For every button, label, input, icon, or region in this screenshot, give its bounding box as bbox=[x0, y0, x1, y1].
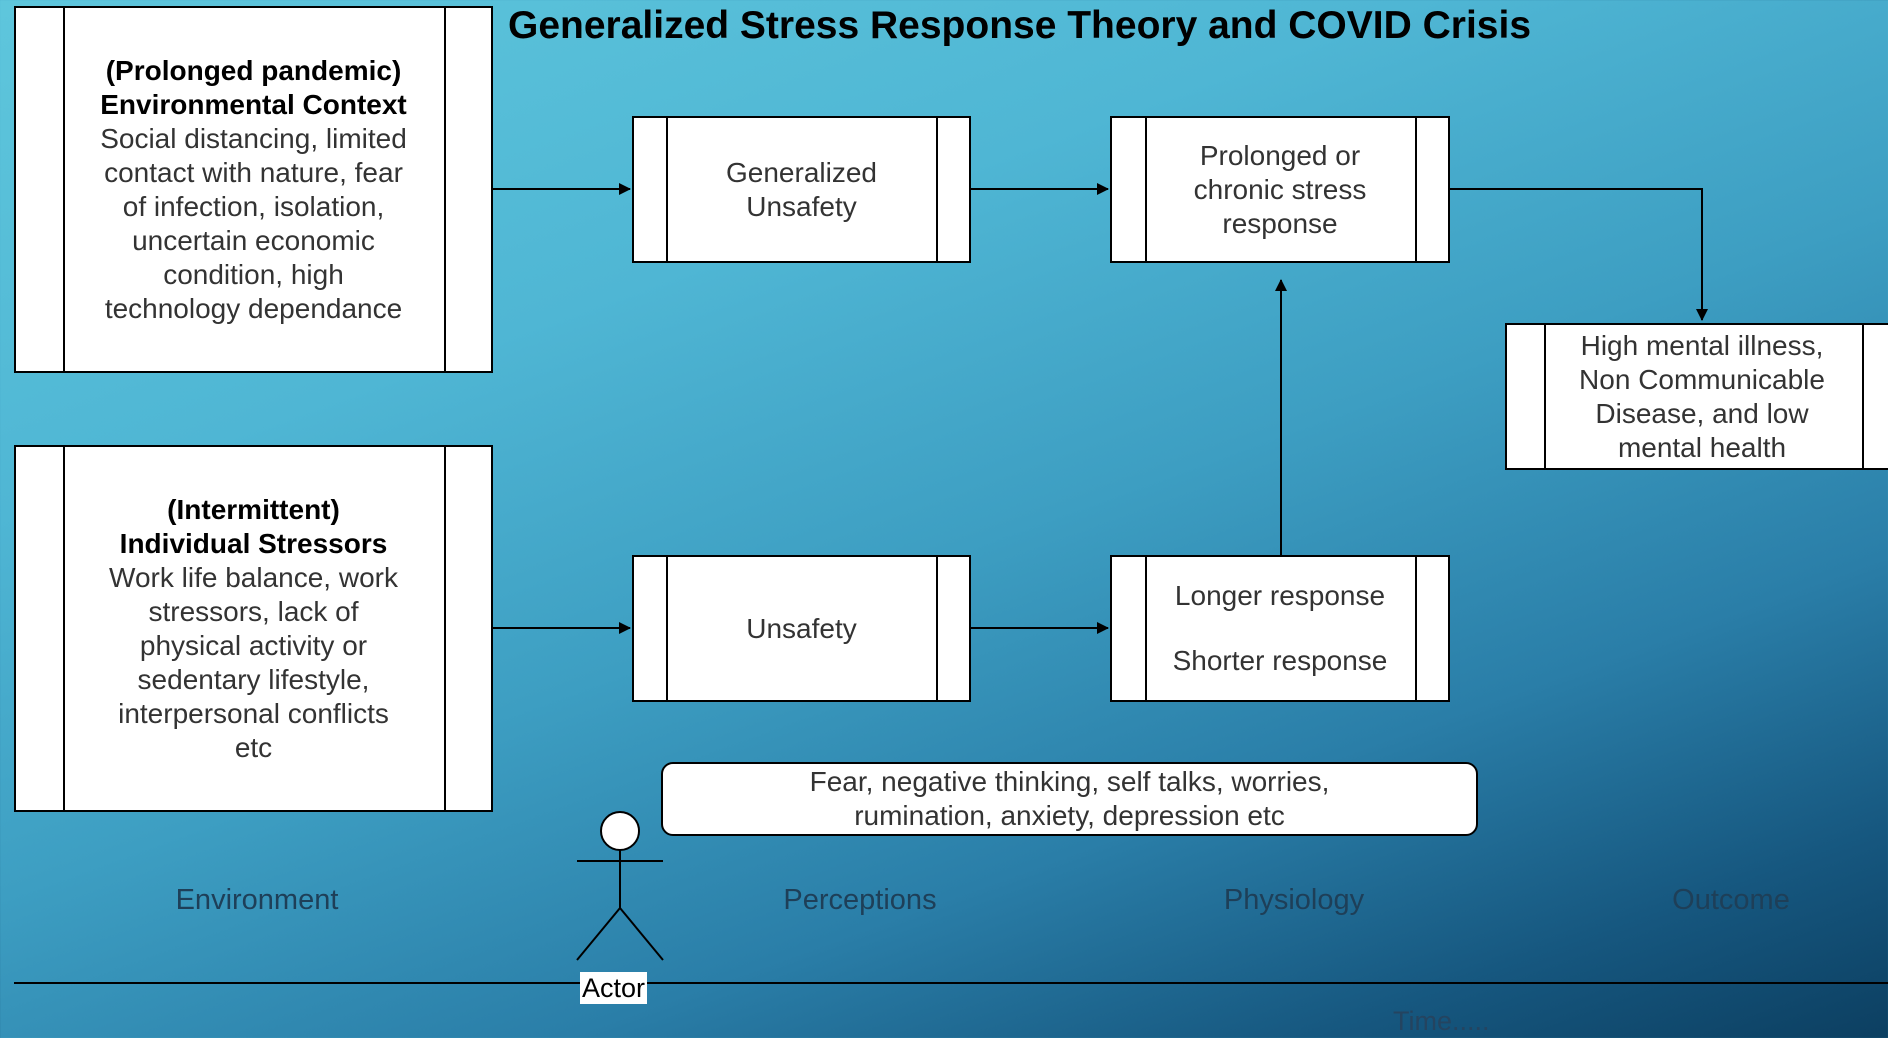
chronic-stress-line: chronic stress bbox=[1193, 173, 1367, 205]
stressors-line: etc bbox=[234, 731, 273, 763]
environmental-context-box: (Prolonged pandemic) Environmental Conte… bbox=[14, 6, 493, 373]
environment-line: condition, high bbox=[163, 258, 344, 290]
outcome-line: Non Communicable bbox=[1579, 363, 1825, 395]
callout-line: Fear, negative thinking, self talks, wor… bbox=[809, 766, 1330, 797]
actor-figure bbox=[576, 811, 664, 961]
generalized-unsafety-line: Generalized bbox=[726, 156, 877, 188]
callout-line: rumination, anxiety, depression etc bbox=[854, 800, 1285, 831]
outcome-line: Disease, and low bbox=[1595, 397, 1809, 429]
stressors-heading-1: (Intermittent) bbox=[167, 493, 340, 525]
shorter-response-label: Shorter response bbox=[1172, 645, 1388, 677]
actor-label: Actor bbox=[580, 972, 648, 1004]
chronic-stress-line: response bbox=[1222, 207, 1338, 239]
chronic-stress-response-box: Prolonged or chronic stress response bbox=[1110, 116, 1450, 263]
stressors-line: Work life balance, work bbox=[109, 561, 398, 593]
stressors-line: physical activity or bbox=[139, 629, 368, 661]
lane-label-outcome: Outcome bbox=[1672, 884, 1790, 916]
environment-line: of infection, isolation, bbox=[122, 190, 385, 222]
individual-stressors-box: (Intermittent) Individual Stressors Work… bbox=[14, 445, 493, 812]
stressors-line: stressors, lack of bbox=[148, 595, 359, 627]
stressors-heading-2: Individual Stressors bbox=[119, 527, 388, 559]
environment-heading-1: (Prolonged pandemic) bbox=[105, 54, 402, 86]
lane-label-environment: Environment bbox=[175, 884, 339, 916]
outcome-box: High mental illness, Non Communicable Di… bbox=[1505, 323, 1888, 470]
response-length-box: Longer response Shorter response bbox=[1110, 555, 1450, 702]
environment-line: Social distancing, limited bbox=[100, 122, 407, 154]
generalized-unsafety-line: Unsafety bbox=[746, 190, 857, 222]
outcome-line: High mental illness, bbox=[1580, 329, 1824, 361]
environment-line: contact with nature, fear bbox=[104, 156, 403, 188]
lane-label-physiology: Physiology bbox=[1223, 884, 1365, 916]
arrow-chronic-to-outcome bbox=[1450, 188, 1708, 321]
chronic-stress-line: Prolonged or bbox=[1199, 139, 1361, 171]
environment-line: technology dependance bbox=[104, 292, 403, 324]
unsafety-label: Unsafety bbox=[746, 612, 857, 644]
diagram-title: Generalized Stress Response Theory and C… bbox=[508, 4, 1532, 47]
generalized-unsafety-box: Generalized Unsafety bbox=[632, 116, 971, 263]
time-label: Time..... bbox=[1393, 1006, 1490, 1036]
stressors-line: interpersonal conflicts bbox=[118, 697, 389, 729]
environment-heading-2: Environmental Context bbox=[100, 88, 407, 120]
outcome-line: mental health bbox=[1617, 431, 1787, 463]
longer-response-label: Longer response bbox=[1174, 579, 1386, 611]
environment-line: uncertain economic bbox=[132, 224, 375, 256]
perceptions-callout: Fear, negative thinking, self talks, wor… bbox=[661, 762, 1478, 836]
unsafety-box: Unsafety bbox=[632, 555, 971, 702]
stressors-line: sedentary lifestyle, bbox=[137, 663, 370, 695]
lane-label-perceptions: Perceptions bbox=[783, 884, 937, 916]
